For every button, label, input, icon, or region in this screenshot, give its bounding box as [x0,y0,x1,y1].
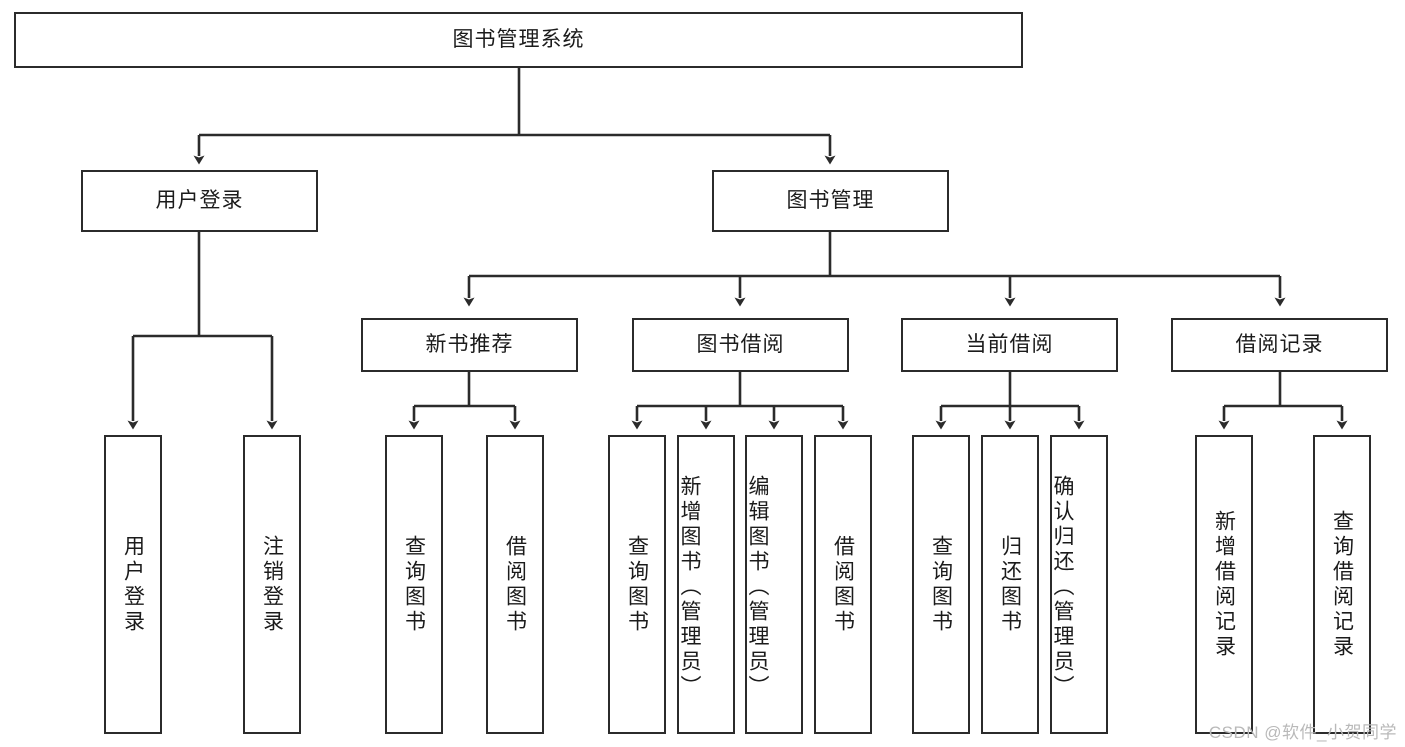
leaf-user-logout[interactable]: 注销登录 [243,435,301,734]
leaf-add-borrow-record[interactable]: 新增借阅记录 [1195,435,1253,734]
leaf-confirm-return-admin[interactable]: 确认归还（管理员） [1050,435,1108,734]
leaf-return-book[interactable]: 归还图书 [981,435,1039,734]
leaf-edit-book-admin[interactable]: 编辑图书（管理员） [745,435,803,734]
node-label: 确认归还（管理员） [1051,475,1074,700]
node-label: 用户登录 [121,534,145,635]
node-label: 注销登录 [260,534,284,635]
node-label: 借阅图书 [503,534,527,635]
node-book-management[interactable]: 图书管理 [712,170,949,232]
leaf-user-login[interactable]: 用户登录 [104,435,162,734]
node-label: 借阅记录 [1235,333,1324,357]
leaf-borrow-book-recommend[interactable]: 借阅图书 [486,435,544,734]
node-user-login[interactable]: 用户登录 [81,170,318,232]
node-label: 新书推荐 [425,333,514,357]
node-label: 用户登录 [155,189,244,213]
leaf-query-book-borrow[interactable]: 查询图书 [608,435,666,734]
leaf-query-book-current[interactable]: 查询图书 [912,435,970,734]
node-current-borrow[interactable]: 当前借阅 [901,318,1118,372]
node-root-system[interactable]: 图书管理系统 [14,12,1023,68]
node-label: 图书借阅 [696,333,785,357]
node-label: 图书管理 [786,189,875,213]
leaf-borrow-book[interactable]: 借阅图书 [814,435,872,734]
node-new-book-recommend[interactable]: 新书推荐 [361,318,578,372]
node-label: 查询图书 [625,534,649,635]
node-label: 新增借阅记录 [1212,509,1236,660]
node-label: 新增图书（管理员） [678,475,701,700]
leaf-query-borrow-record[interactable]: 查询借阅记录 [1313,435,1371,734]
leaf-add-book-admin[interactable]: 新增图书（管理员） [677,435,735,734]
node-label: 借阅图书 [831,534,855,635]
node-book-borrow[interactable]: 图书借阅 [632,318,849,372]
node-label: 查询借阅记录 [1330,509,1354,660]
node-label: 图书管理系统 [452,28,585,52]
node-label: 当前借阅 [965,333,1054,357]
watermark: CSDN @软件_小贺同学 [1208,723,1397,742]
node-label: 查询图书 [929,534,953,635]
leaf-query-book-recommend[interactable]: 查询图书 [385,435,443,734]
node-borrow-records[interactable]: 借阅记录 [1171,318,1388,372]
node-label: 查询图书 [402,534,426,635]
node-label: 归还图书 [998,534,1022,635]
node-label: 编辑图书（管理员） [746,475,769,700]
